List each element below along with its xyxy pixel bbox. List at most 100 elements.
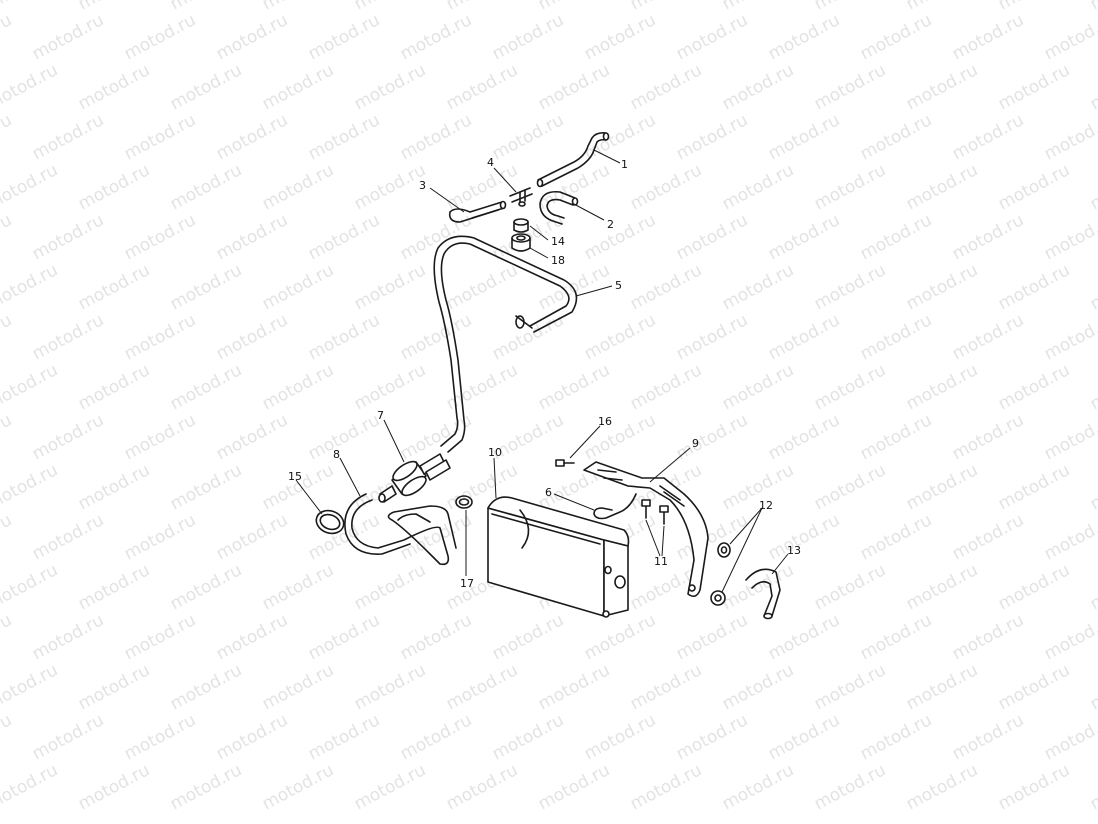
watermark-text: motod.ru [213, 310, 291, 364]
part-15-clamp [315, 509, 345, 535]
watermark-text: motod.ru [443, 760, 521, 814]
watermark-text: motod.ru [397, 610, 475, 664]
watermark-text: motod.ru [949, 710, 1027, 764]
watermark-text: motod.ru [627, 760, 705, 814]
watermark-text: motod.ru [0, 760, 61, 814]
watermark-text: motod.ru [719, 360, 797, 414]
part-3-hose [448, 200, 507, 223]
watermark-text: motod.ru [811, 460, 889, 514]
watermark-text: motod.ru [949, 510, 1027, 564]
callout-10: 10 [488, 446, 502, 459]
watermark-text: motod.ru [673, 110, 751, 164]
watermark-text: motod.ru [903, 360, 981, 414]
watermark-text: motod.ru [259, 260, 337, 314]
watermark-text: motod.ru [305, 310, 383, 364]
watermark-text: motod.ru [857, 510, 935, 564]
part-13-elbow-hose [745, 568, 781, 620]
watermark-text: motod.ru [811, 760, 889, 814]
watermark-text: motod.ru [673, 10, 751, 64]
watermark-text: motod.ru [29, 710, 107, 764]
watermark-text: motod.ru [765, 710, 843, 764]
watermark-text: motod.ru [121, 410, 199, 464]
watermark-text: motod.ru [0, 10, 15, 64]
watermark-text: motod.ru [213, 510, 291, 564]
watermark-text: motod.ru [719, 160, 797, 214]
watermark-text: motod.ru [489, 710, 567, 764]
watermark-text: motod.ru [857, 410, 935, 464]
watermark-text: motod.ru [1087, 0, 1098, 14]
watermark-text: motod.ru [75, 360, 153, 414]
watermark-text: motod.ru [857, 310, 935, 364]
watermark-text: motod.ru [581, 310, 659, 364]
watermark-text: motod.ru [765, 510, 843, 564]
watermark-text: motod.ru [75, 160, 153, 214]
watermark-text: motod.ru [995, 360, 1073, 414]
watermark-text: motod.ru [995, 0, 1073, 14]
watermark-text: motod.ru [121, 510, 199, 564]
watermark-text: motod.ru [259, 560, 337, 614]
watermark-text: motod.ru [949, 310, 1027, 364]
watermark-text: motod.ru [581, 210, 659, 264]
watermark-text: motod.ru [0, 110, 15, 164]
watermark-text: motod.ru [949, 410, 1027, 464]
watermark-text: motod.ru [1087, 60, 1098, 114]
watermark-text: motod.ru [29, 510, 107, 564]
watermark-text: motod.ru [1087, 560, 1098, 614]
watermark-text: motod.ru [857, 210, 935, 264]
watermark-text: motod.ru [535, 660, 613, 714]
watermark-text: motod.ru [75, 560, 153, 614]
watermark-text: motod.ru [1041, 10, 1098, 64]
watermark-text: motod.ru [1087, 360, 1098, 414]
watermark-text: motod.ru [765, 310, 843, 364]
part-11-bolts [641, 499, 669, 525]
watermark-text: motod.ru [719, 260, 797, 314]
watermark-text: motod.ru [213, 410, 291, 464]
watermark-text: motod.ru [397, 210, 475, 264]
watermark-text: motod.ru [443, 60, 521, 114]
watermark-text: motod.ru [489, 310, 567, 364]
part-17-clip [455, 495, 473, 509]
watermark-text: motod.ru [29, 310, 107, 364]
callout-13: 13 [787, 544, 801, 557]
watermark-text: motod.ru [0, 160, 61, 214]
watermark-text: motod.ru [995, 760, 1073, 814]
watermark-text: motod.ru [305, 610, 383, 664]
watermark-text: motod.ru [673, 610, 751, 664]
watermark-text: motod.ru [0, 460, 61, 514]
watermark-text: motod.ru [29, 110, 107, 164]
callout-11: 11 [654, 555, 668, 568]
watermark-text: motod.ru [29, 10, 107, 64]
watermark-text: motod.ru [443, 260, 521, 314]
watermark-text: motod.ru [719, 0, 797, 14]
watermark-text: motod.ru [305, 110, 383, 164]
watermark-text: motod.ru [535, 760, 613, 814]
watermark-text: motod.ru [0, 260, 61, 314]
watermark-text: motod.ru [121, 310, 199, 364]
part-2-u-hose [539, 190, 579, 225]
watermark-text: motod.ru [627, 0, 705, 14]
watermark-text: motod.ru [1041, 210, 1098, 264]
watermark-text: motod.ru [0, 610, 15, 664]
watermark-text: motod.ru [765, 10, 843, 64]
callout-6: 6 [545, 486, 552, 499]
watermark-text: motod.ru [673, 410, 751, 464]
watermark-text: motod.ru [811, 560, 889, 614]
part-14-cap [513, 218, 529, 233]
watermark-text: motod.ru [305, 10, 383, 64]
part-9-bracket [583, 461, 709, 598]
watermark-text: motod.ru [581, 410, 659, 464]
watermark-text: motod.ru [627, 260, 705, 314]
watermark-text: motod.ru [443, 0, 521, 14]
watermark-text: motod.ru [443, 660, 521, 714]
watermark-text: motod.ru [167, 560, 245, 614]
watermark-text: motod.ru [351, 60, 429, 114]
watermark-text: motod.ru [903, 560, 981, 614]
part-7-valve [378, 453, 451, 503]
watermark-text: motod.ru [857, 110, 935, 164]
watermark-text: motod.ru [0, 710, 15, 764]
watermark-text: motod.ru [259, 160, 337, 214]
watermark-text: motod.ru [259, 360, 337, 414]
watermark-text: motod.ru [75, 260, 153, 314]
watermark-text: motod.ru [0, 60, 61, 114]
